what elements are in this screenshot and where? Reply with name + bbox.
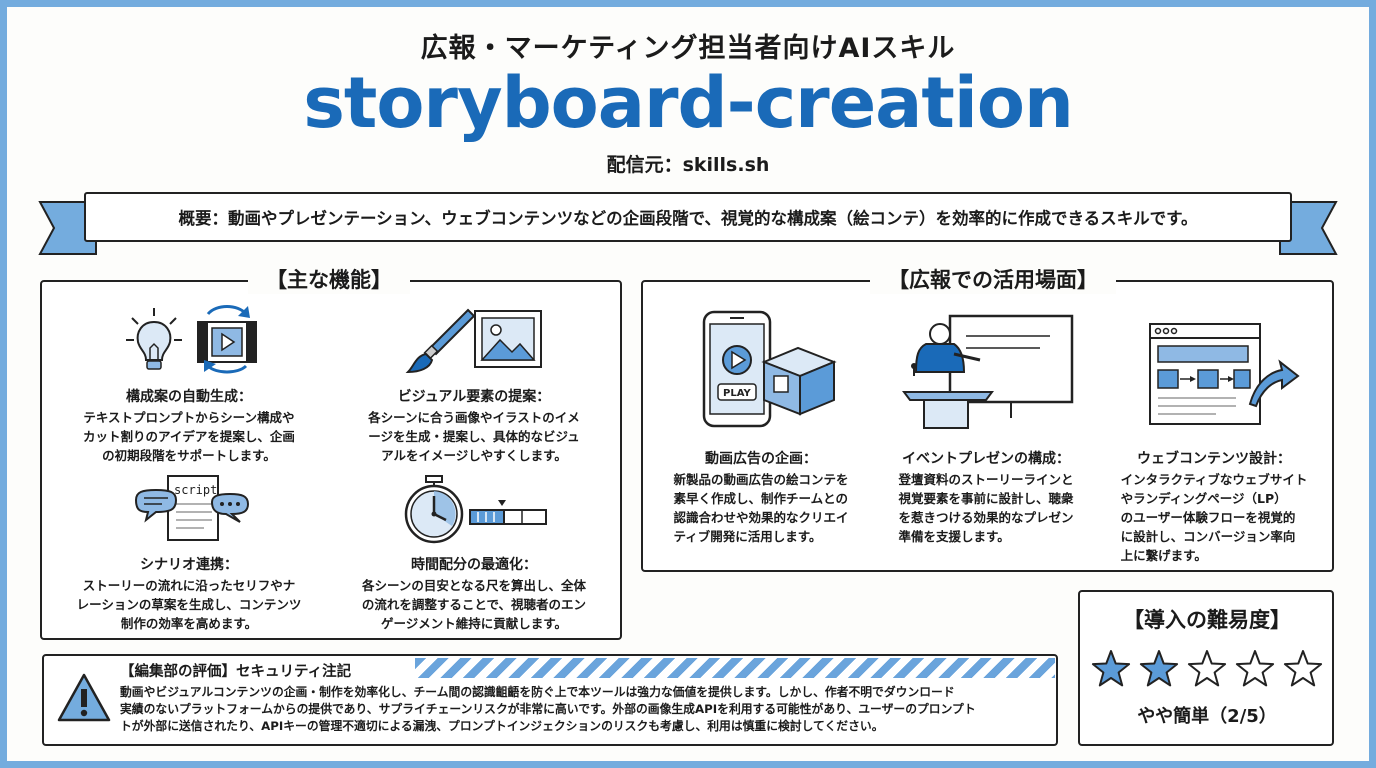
smartphone-video-icon: PLAY (702, 310, 837, 428)
usecase-desc: 登壇資料のストーリーラインと 視覚要素を事前に設計し、聴衆 を惹きつける効果的な… (898, 472, 1074, 544)
usecases-heading: 【広報での活用場面】 (870, 264, 1116, 294)
feature-title: シナリオ連携： (140, 557, 238, 573)
usecase-title: イベントプレゼンの構成： (902, 451, 1070, 467)
feature-time-allocation: 時間配分の最適化： 各シーンの目安となる尺を算出し、全体 の流れを調整することで… (336, 554, 612, 633)
usecase-desc: 新製品の動画広告の絵コンテを 素早く作成し、制作チームとの 認識合わせや効果的な… (673, 472, 849, 544)
difficulty-heading: 【導入の難易度】 (1123, 608, 1291, 632)
presenter-icon (902, 314, 1074, 429)
difficulty-label: やや簡単（2/5） (1137, 706, 1277, 727)
difficulty-stars (1090, 648, 1324, 694)
usecase-desc: インタラクティブなウェブサイト やランディングページ（LP） のユーザー体験フロ… (1120, 472, 1308, 563)
star-empty-icon (1283, 650, 1323, 687)
usecase-video-ad: 動画広告の企画： 新製品の動画広告の絵コンテを 素早く作成し、制作チームとの 認… (656, 448, 866, 546)
film-refresh-icon (197, 305, 257, 374)
evaluation-stripe (415, 658, 1055, 678)
web-flow-icon (1149, 323, 1300, 425)
evaluation-heading: 【編集部の評価】セキュリティ注記 (120, 664, 352, 680)
usecase-title: ウェブコンテンツ設計： (1137, 451, 1291, 467)
feature-visual-suggestion: ビジュアル要素の提案： 各シーンに合う画像やイラストのイメ ージを生成・提案し、… (336, 386, 612, 465)
source-label: 配信元：skills.sh (606, 154, 770, 176)
script-label: script (174, 483, 217, 497)
lightbulb-icon (126, 308, 182, 370)
star-empty-icon (1235, 650, 1275, 687)
feature-title: 時間配分の最適化： (411, 557, 537, 573)
image-icon (474, 310, 542, 368)
stopwatch-timeline-icon (404, 475, 547, 544)
star-filled-icon (1091, 650, 1131, 687)
feature-desc: テキストプロンプトからシーン構成や カット割りのアイデアを提案し、企画 の初期段… (83, 410, 295, 463)
usecase-title: 動画広告の企画： (705, 451, 817, 467)
skill-name: storyboard-creation (303, 62, 1074, 144)
paintbrush-icon (405, 308, 476, 374)
feature-title: 構成案の自動生成： (126, 389, 252, 405)
usecase-web-content: ウェブコンテンツ設計： インタラクティブなウェブサイト やランディングページ（L… (1106, 448, 1322, 565)
warning-icon (57, 673, 111, 722)
feature-desc: 各シーンに合う画像やイラストのイメ ージを生成・提案し、具体的なビジュ アルをイ… (368, 410, 580, 463)
feature-title: ビジュアル要素の提案： (397, 389, 551, 405)
feature-desc: ストーリーの流れに沿ったセリフやナ レーションの草案を生成し、コンテンツ 制作の… (76, 578, 302, 631)
star-empty-icon (1187, 650, 1227, 687)
feature-auto-generation: 構成案の自動生成： テキストプロンプトからシーン構成や カット割りのアイデアを提… (54, 386, 324, 465)
script-chat-icon: script (134, 475, 250, 541)
evaluation-body: 動画やビジュアルコンテンツの企画・制作を効率化し、チーム間の認識齟齬を防ぐ上で本… (120, 685, 976, 733)
overview-banner: 概要：動画やプレゼンテーション、ウェブコンテンツなどの企画段階で、視覚的な構成案… (84, 192, 1292, 242)
feature-scenario-link: シナリオ連携： ストーリーの流れに沿ったセリフやナ レーションの草案を生成し、コ… (54, 554, 324, 633)
star-filled-icon (1139, 650, 1179, 687)
play-label: PLAY (723, 388, 751, 399)
overview-text: 概要：動画やプレゼンテーション、ウェブコンテンツなどの企画段階で、視覚的な構成案… (178, 209, 1198, 228)
usecase-event-presentation: イベントプレゼンの構成： 登壇資料のストーリーラインと 視覚要素を事前に設計し、… (880, 448, 1092, 546)
page-title: 広報・マーケティング担当者向けAIスキル (420, 33, 956, 64)
features-heading: 【主な機能】 (248, 264, 410, 294)
feature-desc: 各シーンの目安となる尺を算出し、全体 の流れを調整することで、視聴者のエン ゲー… (361, 578, 587, 631)
